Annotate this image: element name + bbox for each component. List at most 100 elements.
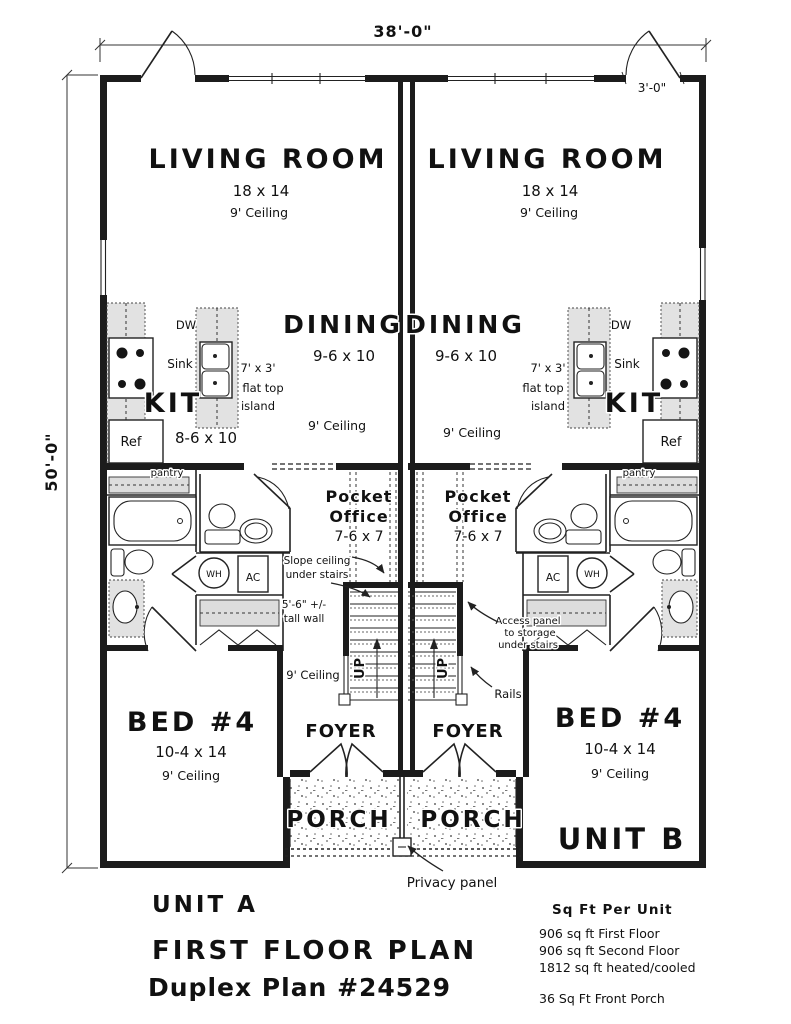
- unit-a-french-doors: [309, 742, 384, 778]
- toilet-2: [110, 548, 154, 577]
- unit-b-porch-label: PORCH: [420, 807, 525, 833]
- toilet-2: [652, 548, 696, 577]
- slope-ceiling-note-2: under stairs: [286, 569, 349, 581]
- unit-a-island-label-3: island: [241, 399, 275, 413]
- unit-a-wh-label: WH: [206, 570, 222, 580]
- unit-b-island-label-3: island: [531, 399, 565, 413]
- unit-a-living-room-label: LIVING ROOM: [149, 144, 388, 175]
- sqft-header: Sq Ft Per Unit: [552, 902, 673, 918]
- unit-a-dining-ceiling: 9' Ceiling: [308, 418, 366, 433]
- unit-a-bed-label: BED #4: [127, 707, 257, 738]
- unit-a-kitchen-size: 8-6 x 10: [175, 429, 237, 447]
- unit-a-kitchen-label: KIT: [144, 388, 202, 419]
- unit-b-dining-size: 9-6 x 10: [435, 347, 497, 365]
- unit-b-stairs: UP: [408, 582, 468, 706]
- unit-b-ac-label: AC: [546, 572, 560, 584]
- unit-a-ac-label: AC: [246, 572, 260, 584]
- unit-b-pocket-size: 7-6 x 7: [454, 529, 503, 545]
- unit-b-bed-size: 10-4 x 14: [584, 740, 656, 758]
- tall-wall-note-2: tall wall: [284, 613, 325, 625]
- dim-width-label: 38'-0": [373, 22, 432, 41]
- unit-b-wh-label: WH: [584, 570, 600, 580]
- ac-unit: [237, 555, 269, 593]
- unit-a-dining-label: DINING: [283, 310, 403, 339]
- toilet: [565, 503, 602, 545]
- unit-a-island-label-1: 7' x 3': [240, 361, 275, 375]
- tall-wall-note-1: 5'-6" +/-: [282, 599, 327, 611]
- unit-b-dining-ceiling: 9' Ceiling: [443, 425, 501, 440]
- unit-b-label: UNIT B: [558, 822, 687, 856]
- access-panel-note-2: to storage: [504, 628, 555, 639]
- unit-b-ref-label: Ref: [660, 435, 681, 450]
- unit-a-bifold-doors: [199, 629, 277, 646]
- newel-post: [338, 693, 351, 706]
- up-label: UP: [436, 657, 451, 679]
- unit-b-living-room-ceiling: 9' Ceiling: [520, 205, 578, 220]
- unit-b-french-doors: [422, 742, 497, 778]
- unit-a-sink-label: Sink: [167, 357, 193, 371]
- unit-a-living-room-size: 18 x 14: [233, 182, 290, 200]
- unit-b-living-room-label: LIVING ROOM: [428, 144, 667, 175]
- plan-title: FIRST FLOOR PLAN: [152, 936, 477, 966]
- water-heater: [576, 557, 608, 589]
- unit-a-title: UNIT A: [152, 892, 258, 918]
- unit-a-kitchen: [106, 302, 239, 464]
- interior-walls: [107, 463, 699, 777]
- sqft-line-2: 906 sq ft Second Floor: [539, 943, 680, 958]
- unit-a-bed-size: 10-4 x 14: [155, 743, 227, 761]
- access-panel-note-1: Access panel: [495, 616, 560, 627]
- unit-a-dining-size: 9-6 x 10: [313, 347, 375, 365]
- unit-b-kitchen: [567, 302, 700, 464]
- unit-b-dining-label: DINING: [405, 310, 525, 339]
- toilet: [204, 503, 241, 545]
- sqft-line-3: 1812 sq ft heated/cooled: [539, 960, 696, 975]
- unit-a-foyer-label: FOYER: [305, 721, 376, 742]
- party-wall: [398, 82, 415, 770]
- unit-a-ref-label: Ref: [120, 435, 141, 450]
- fixture-labels: DW Sink Ref pantry 7' x 3' flat top isla…: [119, 317, 683, 586]
- unit-a-pocket-size: 7-6 x 7: [335, 529, 384, 545]
- unit-b-fixtures: [526, 476, 698, 638]
- sqft-line-1: 906 sq ft First Floor: [539, 926, 661, 941]
- unit-a-pantry-label: pantry: [151, 468, 184, 479]
- stove: [652, 337, 698, 399]
- privacy-panel: [392, 777, 412, 857]
- unit-a-bed-ceiling: 9' Ceiling: [162, 768, 220, 783]
- dimension-lines: 38'-0" 50'-0" 3'-0": [41, 21, 712, 874]
- privacy-panel-note: Privacy panel: [407, 875, 498, 891]
- unit-b-kitchen-label: KIT: [605, 388, 663, 419]
- stove: [108, 337, 154, 399]
- water-heater: [198, 557, 230, 589]
- dim-height-label: 50'-0": [42, 432, 61, 491]
- pocket-office-dashed-lines: [349, 472, 464, 582]
- unit-a-pocket-label-2: Office: [329, 507, 388, 526]
- porch: [285, 742, 521, 857]
- exterior-walls: [100, 30, 706, 868]
- unit-a-fixtures: [108, 476, 280, 638]
- access-panel-note-3: under stairs: [498, 640, 558, 651]
- unit-b-bed-label: BED #4: [555, 703, 685, 734]
- porch-sqft-line: 36 Sq Ft Front Porch: [539, 991, 665, 1006]
- ac-unit: [537, 555, 569, 593]
- newel-post: [455, 693, 468, 706]
- unit-b-sink-label: Sink: [614, 357, 640, 371]
- unit-b-pantry-label: pantry: [623, 468, 656, 479]
- unit-a-living-room-ceiling: 9' Ceiling: [230, 205, 288, 220]
- refrigerator: [108, 419, 164, 464]
- slope-ceiling-note-1: Slope ceiling: [284, 555, 351, 567]
- unit-a-rear-door: [140, 30, 196, 79]
- plan-number: Duplex Plan #24529: [148, 973, 451, 1002]
- rails-note: Rails: [494, 687, 521, 701]
- unit-a-foyer-ceiling: 9' Ceiling: [286, 668, 339, 682]
- unit-a-dw-label: DW: [176, 318, 196, 332]
- dim-door-label: 3'-0": [638, 81, 666, 95]
- unit-a-pocket-label-1: Pocket: [326, 487, 393, 506]
- unit-b-bed-ceiling: 9' Ceiling: [591, 766, 649, 781]
- unit-b-living-room-size: 18 x 14: [522, 182, 579, 200]
- unit-b-pocket-label-1: Pocket: [445, 487, 512, 506]
- unit-a-porch-label: PORCH: [286, 807, 391, 833]
- unit-b-island-label-1: 7' x 3': [530, 361, 565, 375]
- unit-a-island-label-2: flat top: [242, 381, 283, 395]
- annotations: Slope ceiling under stairs 5'-6" +/- tal…: [280, 554, 562, 893]
